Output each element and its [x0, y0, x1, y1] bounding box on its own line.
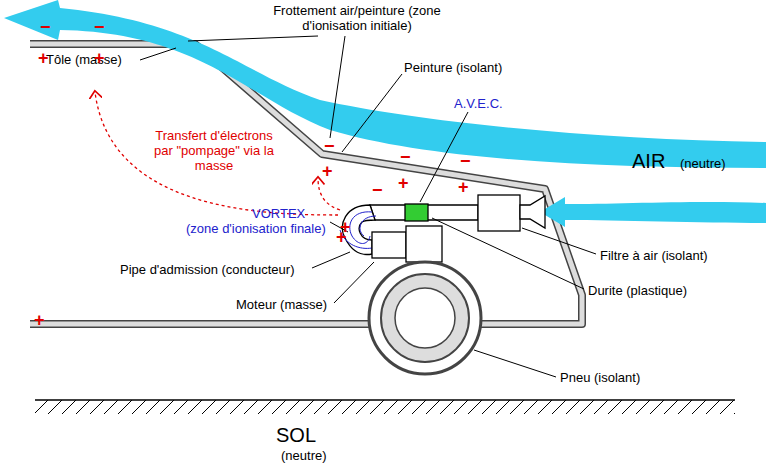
part-label: Durite (plastique) [588, 283, 687, 298]
charge-sign: − [372, 181, 383, 199]
part-label: Peinture (isolant) [404, 60, 502, 75]
charge-sign: + [398, 174, 409, 192]
electron-transfer-arrow [95, 92, 338, 215]
part-label: Tôle (masse) [46, 52, 122, 67]
part-label: A.V.E.C. [454, 96, 503, 111]
ground-hatching [35, 400, 735, 414]
part-label: Pneu (isolant) [560, 370, 640, 385]
electron-transfer-arrow [318, 178, 340, 210]
part-label: VORTEX [252, 206, 305, 221]
wheel [369, 262, 481, 374]
part-label: Filtre à air (isolant) [600, 248, 708, 263]
air-label: AIR [632, 150, 665, 172]
ground-label: SOL [276, 424, 316, 446]
charge-sign: − [324, 137, 335, 155]
car-body [30, 44, 582, 324]
air-stream [4, 0, 766, 168]
charge-sign: + [458, 178, 469, 196]
charge-sign: − [460, 152, 471, 170]
charge-sign: + [322, 162, 333, 180]
charge-sign: − [40, 18, 51, 36]
note-label: Frottement air/peinture (zone d'ionisati… [268, 3, 446, 33]
charge-sign: − [400, 148, 411, 166]
air-intake-arrow [540, 197, 766, 227]
ground-line [35, 399, 735, 401]
part-label: Moteur (masse) [236, 297, 327, 312]
note-label: (neutre) [281, 448, 327, 463]
charge-sign: + [34, 311, 45, 329]
charge-sign: + [336, 228, 347, 246]
note-label: Transfert d'électrons par "pompage" via … [150, 128, 278, 173]
leader-line [140, 36, 596, 377]
note-label: (zone d'ionisation finale) [186, 221, 326, 236]
note-label: (neutre) [680, 156, 726, 171]
part-label: Pipe d'admission (conducteur) [120, 262, 294, 277]
charge-sign: + [94, 49, 105, 67]
charge-sign: − [94, 18, 105, 36]
charge-sign: + [38, 49, 49, 67]
engine-block [372, 226, 442, 262]
